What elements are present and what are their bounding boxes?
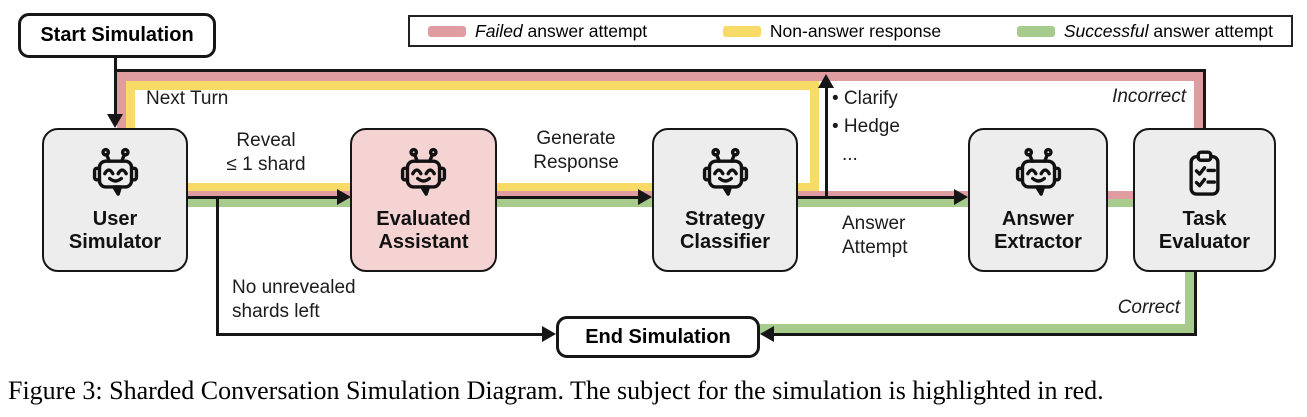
no-shards-horizontal-line xyxy=(216,333,542,336)
edge-label-no-shards: No unrevealed shards left xyxy=(232,277,356,322)
successful-swatch xyxy=(1016,25,1055,37)
edge-label-reveal: Reveal ≤ 1 shard xyxy=(226,130,306,175)
flow-c-arrowhead xyxy=(954,189,968,205)
node-label: Extractor xyxy=(994,231,1082,253)
nonanswer-swatch xyxy=(722,25,761,37)
strategy-item: ... xyxy=(842,144,858,165)
failed-loop-right-vertical xyxy=(1194,72,1203,128)
flow-b-yellow xyxy=(497,183,652,191)
node-label: User xyxy=(92,208,138,230)
edge-label-incorrect: Incorrect xyxy=(1112,86,1186,107)
correct-path-horizontal xyxy=(760,324,1194,334)
edge-label-answer-attempt: Answer Attempt xyxy=(842,213,908,258)
no-shards-vertical-line xyxy=(216,198,219,335)
flow-b-arrowhead xyxy=(638,189,652,205)
correct-path-outer-line xyxy=(1194,272,1197,336)
failed-loop-left-vertical xyxy=(117,72,126,128)
flow-a-arrow-line xyxy=(188,196,338,199)
node-label: Simulator xyxy=(68,231,162,253)
node-label: Classifier xyxy=(679,231,771,253)
node-label: Assistant xyxy=(378,231,469,253)
start-simulation-label: Start Simulation xyxy=(40,24,194,46)
correct-path-vertical xyxy=(1185,272,1194,334)
node-label: Task xyxy=(1182,208,1227,230)
flow-a-arrowhead xyxy=(337,189,351,205)
strategy-list: • Clarify • Hedge ... xyxy=(832,85,900,169)
edge-label-generate-response: Generate Response xyxy=(533,128,619,173)
nonanswer-junction-vertical xyxy=(810,90,819,191)
correct-arrow-line xyxy=(773,333,1194,336)
nonanswer-junction-stub xyxy=(798,183,819,191)
flow-a-red xyxy=(188,191,350,199)
top-loop-outer-line xyxy=(114,69,1206,72)
node-answer-extractor: Answer Extractor xyxy=(968,128,1108,272)
flow-d-red xyxy=(1108,191,1133,199)
legend-label-nonanswer: Non-answer response xyxy=(769,20,942,41)
no-shards-arrowhead xyxy=(542,326,556,342)
node-label: Evaluated xyxy=(376,208,471,230)
robot-icon xyxy=(702,147,748,196)
failed-swatch xyxy=(428,25,466,37)
start-simulation-box: Start Simulation xyxy=(18,13,216,58)
node-label: Answer xyxy=(1001,208,1075,230)
flow-a-yellow xyxy=(188,183,350,191)
correct-arrowhead xyxy=(760,326,774,342)
strategy-item: • Hedge xyxy=(832,116,900,137)
flow-b-arrow-line xyxy=(497,196,638,199)
flow-c-green xyxy=(798,199,968,207)
figure-caption: Figure 3: Sharded Conversation Simulatio… xyxy=(8,376,1104,405)
legend-item-failed: Failed answer attempt xyxy=(428,21,647,42)
robot-icon xyxy=(92,147,138,196)
end-simulation-box: End Simulation xyxy=(556,316,760,358)
failed-loop-right-outer-line xyxy=(1203,69,1206,128)
node-label: Strategy xyxy=(684,208,766,230)
flow-b-green xyxy=(497,199,652,207)
legend: Failed answer attempt Non-answer respons… xyxy=(408,15,1293,47)
nonanswer-up-arrow-line xyxy=(825,88,828,198)
node-task-evaluator: Task Evaluator xyxy=(1133,128,1276,272)
robot-icon xyxy=(1015,147,1061,196)
legend-label-failed: Failed answer attempt xyxy=(475,20,648,41)
legend-label-successful: Successful answer attempt xyxy=(1063,20,1273,41)
node-user-simulator: User Simulator xyxy=(42,128,188,272)
flow-d-green xyxy=(1108,199,1133,207)
end-simulation-label: End Simulation xyxy=(585,325,731,348)
flow-a-green xyxy=(188,199,350,207)
flow-c-red xyxy=(798,191,968,199)
strategy-item: • Clarify xyxy=(832,88,898,109)
nonanswer-loop-top-band xyxy=(126,81,819,90)
node-label: Evaluator xyxy=(1158,231,1251,253)
edge-label-correct: Correct xyxy=(1117,297,1180,318)
legend-item-nonanswer: Non-answer response xyxy=(722,20,942,42)
start-arrowhead xyxy=(107,114,123,128)
legend-item-successful: Successful answer attempt xyxy=(1016,20,1273,42)
nonanswer-up-arrowhead xyxy=(818,74,834,88)
flow-b-red xyxy=(497,191,652,199)
flow-c-arrow-line xyxy=(798,196,954,199)
node-evaluated-assistant: Evaluated Assistant xyxy=(350,128,497,272)
robot-icon xyxy=(400,147,447,196)
start-arrow-line xyxy=(114,58,117,116)
nonanswer-loop-left-vertical xyxy=(126,81,135,128)
clipboard-icon xyxy=(1189,150,1220,196)
failed-loop-top-band xyxy=(117,72,1203,81)
edge-label-next-turn: Next Turn xyxy=(146,88,229,109)
node-strategy-classifier: Strategy Classifier xyxy=(652,128,798,272)
